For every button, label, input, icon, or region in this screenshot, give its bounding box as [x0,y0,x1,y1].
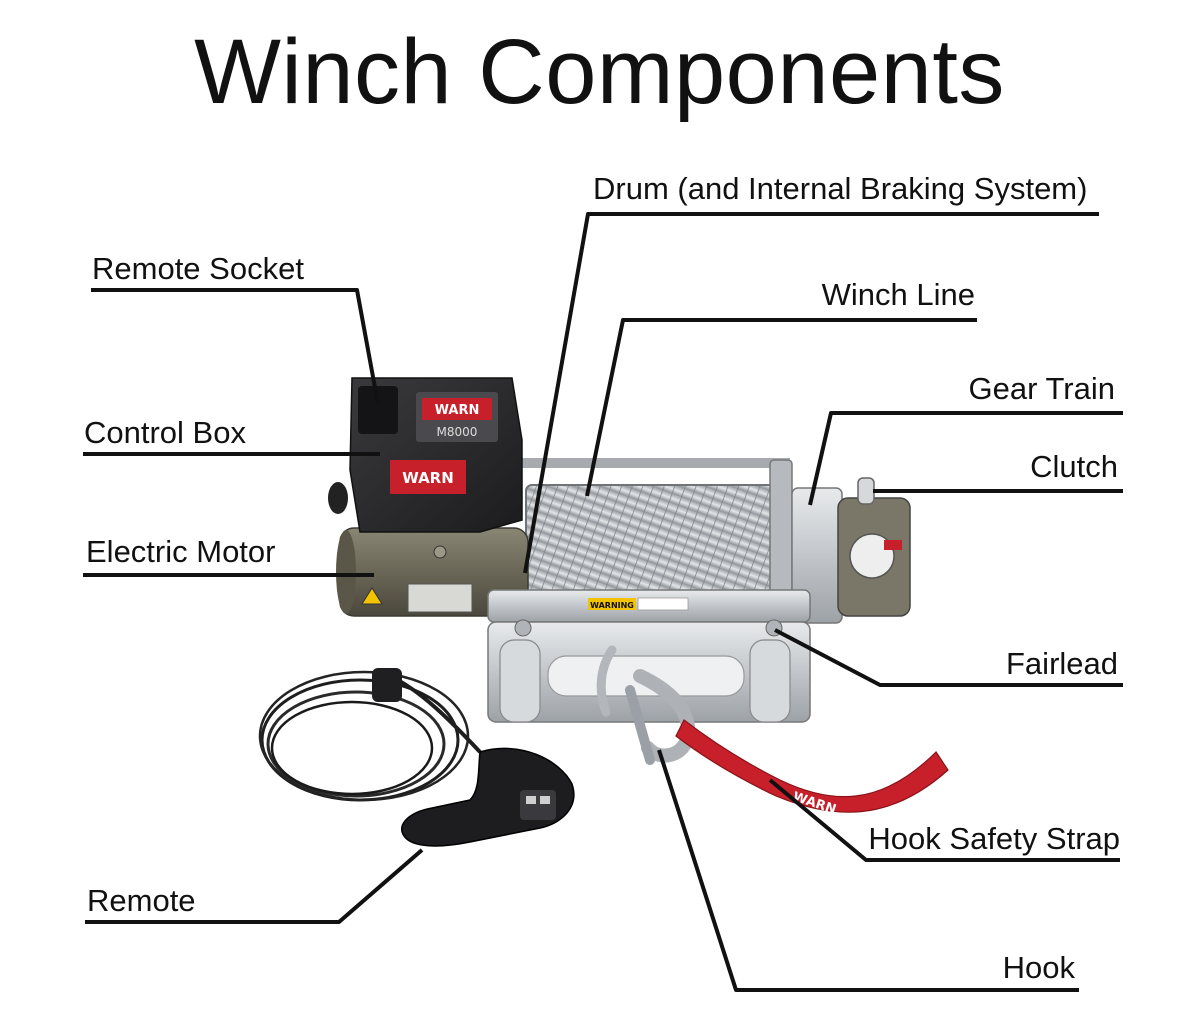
label-hook: Hook [1002,950,1075,985]
label-clutch: Clutch [1030,449,1118,484]
fairlead: WARNING [487,589,811,723]
leader-hook [657,749,1079,992]
label-remote-socket: Remote Socket [92,251,304,286]
electric-motor [336,527,529,617]
leader-drum [523,212,1099,574]
brand-mark-front: WARN [402,469,454,487]
label-drum: Drum (and Internal Braking System) [593,171,1088,206]
label-control-box: Control Box [84,415,246,450]
leader-lines [83,212,1123,992]
model-mark: M8000 [437,425,478,439]
page-title: Winch Components [194,21,1005,123]
control-box: WARN M8000 WARN [328,377,523,533]
brand-mark-top: WARN [435,403,480,418]
leader-hook-safety-strap [768,778,1120,862]
leader-remote-socket [91,288,380,405]
remote-control [258,668,575,847]
leader-winch-line [585,318,977,497]
label-remote: Remote [87,883,196,918]
label-fairlead: Fairlead [1006,646,1118,681]
label-gear-train: Gear Train [968,371,1115,406]
label-hook-safety-strap: Hook Safety Strap [868,821,1120,856]
gear-train-housing [791,477,911,624]
label-electric-motor: Electric Motor [86,534,276,569]
hook-safety-strap: WARN [675,719,949,818]
warning-mark: WARNING [590,601,634,610]
leader-remote [85,848,424,924]
label-winch-line: Winch Line [821,277,975,312]
drum [525,459,793,611]
leader-gear-train [808,411,1123,506]
leader-fairlead [774,628,1123,687]
